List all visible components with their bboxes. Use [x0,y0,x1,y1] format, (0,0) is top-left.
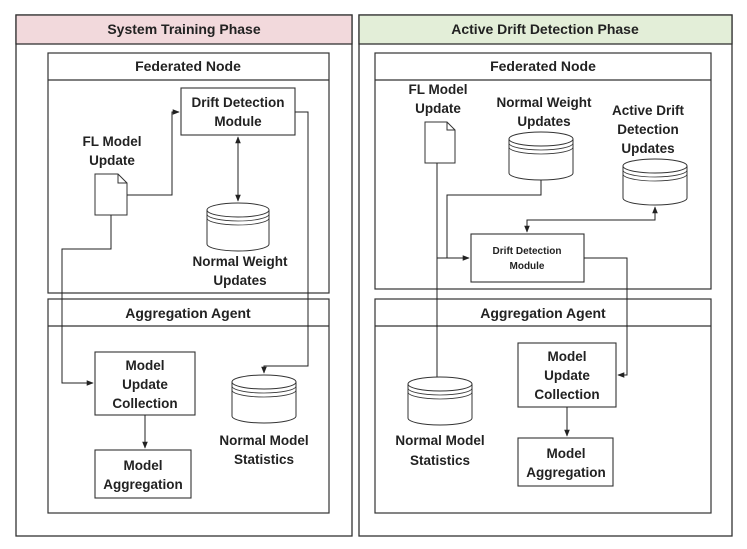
right-muc-line1: Model [548,349,587,364]
right-muc-line2: Update [544,368,590,383]
right-drift-module-line1: Drift Detection [493,246,562,257]
right-aggregation-agent-box [374,298,712,514]
training-phase-panel: System Training Phase Federated Node Agg… [15,14,353,537]
left-muc-line3: Collection [112,396,177,411]
detection-phase-title: Active Drift Detection Phase [451,21,639,37]
left-aggregation-agent-title: Aggregation Agent [125,305,251,321]
left-arrow-doc-to-collection [61,215,112,386]
detection-phase-header [358,14,733,45]
left-arrow-drift-to-stats [261,111,309,374]
right-active-drift-line2: Detection [617,122,679,137]
left-aggregation-agent-box [47,298,330,514]
right-model-aggregation-box [517,437,614,487]
left-normal-model-stats-line1: Normal Model [219,433,308,448]
right-aggregation-agent-title: Aggregation Agent [480,305,606,321]
right-federated-node-box [374,52,712,290]
right-normal-model-stats-line2: Statistics [410,453,470,468]
right-active-drift-line3: Updates [621,141,674,156]
right-normal-weight-db-icon [508,131,574,181]
right-normal-model-stats-db-icon [407,376,473,426]
right-active-drift-db-icon [622,158,688,206]
left-muc-line1: Model [126,358,165,373]
left-normal-model-stats-db-icon [231,374,297,424]
right-normal-model-stats-line1: Normal Model [395,433,484,448]
left-fl-model-update-line2: Update [89,153,135,168]
left-drift-module-line2: Module [214,114,262,129]
left-normal-weight-line2: Updates [213,273,266,288]
left-federated-node-box [47,52,330,294]
right-normal-weight-line2: Updates [517,114,570,129]
right-line-weights-to-drift [446,180,542,258]
left-normal-model-stats-line2: Statistics [234,452,294,467]
left-fl-model-update-line1: FL Model [83,134,142,149]
left-document-icon [94,173,128,216]
detection-phase-panel: Active Drift Detection Phase Federated N… [358,14,733,537]
left-muc-line2: Update [122,377,168,392]
right-fl-model-update-line2: Update [415,101,461,116]
right-document-icon [424,121,456,164]
right-muc-line3: Collection [534,387,599,402]
left-agg-line1: Model [124,458,163,473]
right-drift-module-line2: Module [510,261,545,272]
left-normal-weight-line1: Normal Weight [192,254,288,269]
right-agg-line1: Model [547,446,586,461]
left-model-update-collection-box [94,351,196,416]
right-active-drift-line1: Active Drift [612,103,685,118]
training-phase-title: System Training Phase [107,21,260,37]
right-model-update-collection-box [517,342,617,408]
right-arrow-drift-active-updates [524,206,658,233]
right-arrow-drift-to-collection [584,257,628,378]
right-fl-model-update-line1: FL Model [409,82,468,97]
left-drift-module-line1: Drift Detection [191,95,284,110]
left-arrow-doc-to-drift [127,109,180,196]
right-agg-line2: Aggregation [526,465,606,480]
right-federated-node-title: Federated Node [490,58,596,74]
left-agg-line2: Aggregation [103,477,183,492]
right-drift-detection-module-box [470,233,585,283]
training-phase-header [15,14,353,45]
left-model-aggregation-box [94,449,192,499]
right-normal-weight-line1: Normal Weight [496,95,592,110]
left-federated-node-title: Federated Node [135,58,241,74]
left-normal-weight-db-icon [206,202,270,252]
